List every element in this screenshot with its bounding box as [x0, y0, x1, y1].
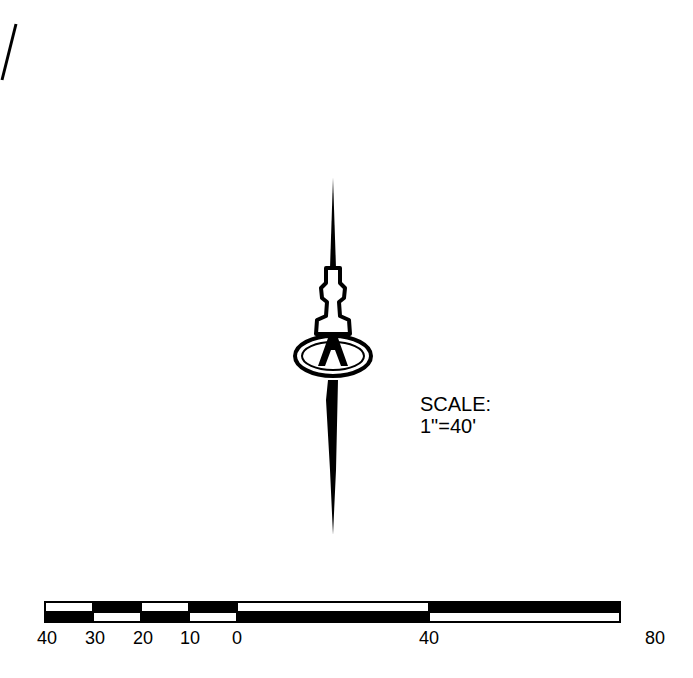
scale-number: 0: [232, 629, 242, 649]
scale-bar: [45, 602, 620, 622]
north-arrow: [295, 178, 371, 535]
scale-number: 10: [180, 629, 200, 649]
scale-number: 40: [419, 629, 439, 649]
scale-number: 20: [133, 629, 153, 649]
scale-number: 30: [85, 629, 105, 649]
scale-number: 40: [37, 629, 57, 649]
scale-note: SCALE: 1"=40': [420, 393, 510, 437]
boundary-line: [2, 24, 16, 80]
scale-number: 80: [645, 629, 665, 649]
